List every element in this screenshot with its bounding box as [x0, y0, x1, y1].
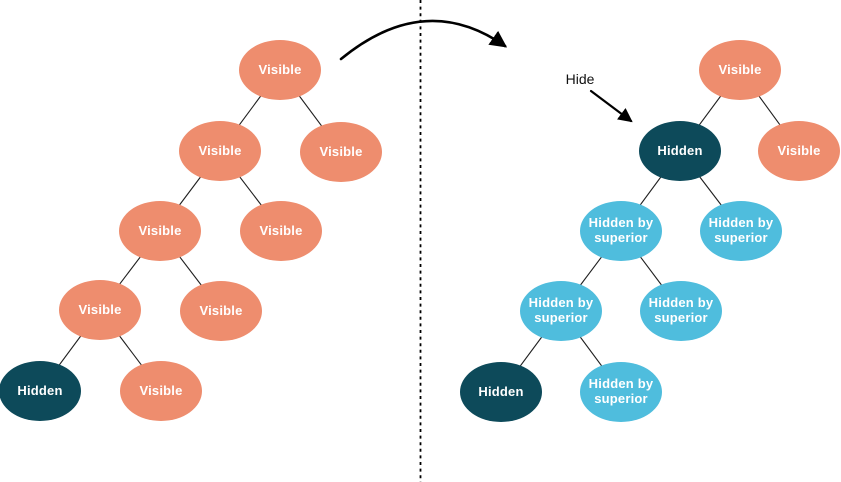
tree-node-hidden-by-superior-after: Hidden by superior — [580, 362, 662, 422]
hide-pointer-arrow — [589, 89, 633, 123]
hide-annotation-label: Hide — [565, 71, 595, 87]
tree-node-visible-before: Visible — [239, 40, 321, 100]
tree-node-hidden-by-superior-after: Hidden by superior — [580, 201, 662, 261]
tree-node-hidden-after: Hidden — [460, 362, 542, 422]
tree-node-visible-before: Visible — [179, 121, 261, 181]
transform-arrow — [339, 19, 508, 61]
tree-node-visible-before: Visible — [300, 122, 382, 182]
tree-node-visible-after: Visible — [699, 40, 781, 100]
tree-node-visible-before: Visible — [120, 361, 202, 421]
tree-node-hidden-after: Hidden — [639, 121, 721, 181]
tree-node-hidden-before: Hidden — [0, 361, 81, 421]
tree-node-hidden-by-superior-after: Hidden by superior — [700, 201, 782, 261]
tree-node-visible-after: Visible — [758, 121, 840, 181]
tree-node-visible-before: Visible — [119, 201, 201, 261]
tree-node-hidden-by-superior-after: Hidden by superior — [520, 281, 602, 341]
tree-node-visible-before: Visible — [180, 281, 262, 341]
tree-node-visible-before: Visible — [240, 201, 322, 261]
tree-node-visible-before: Visible — [59, 280, 141, 340]
tree-node-hidden-by-superior-after: Hidden by superior — [640, 281, 722, 341]
